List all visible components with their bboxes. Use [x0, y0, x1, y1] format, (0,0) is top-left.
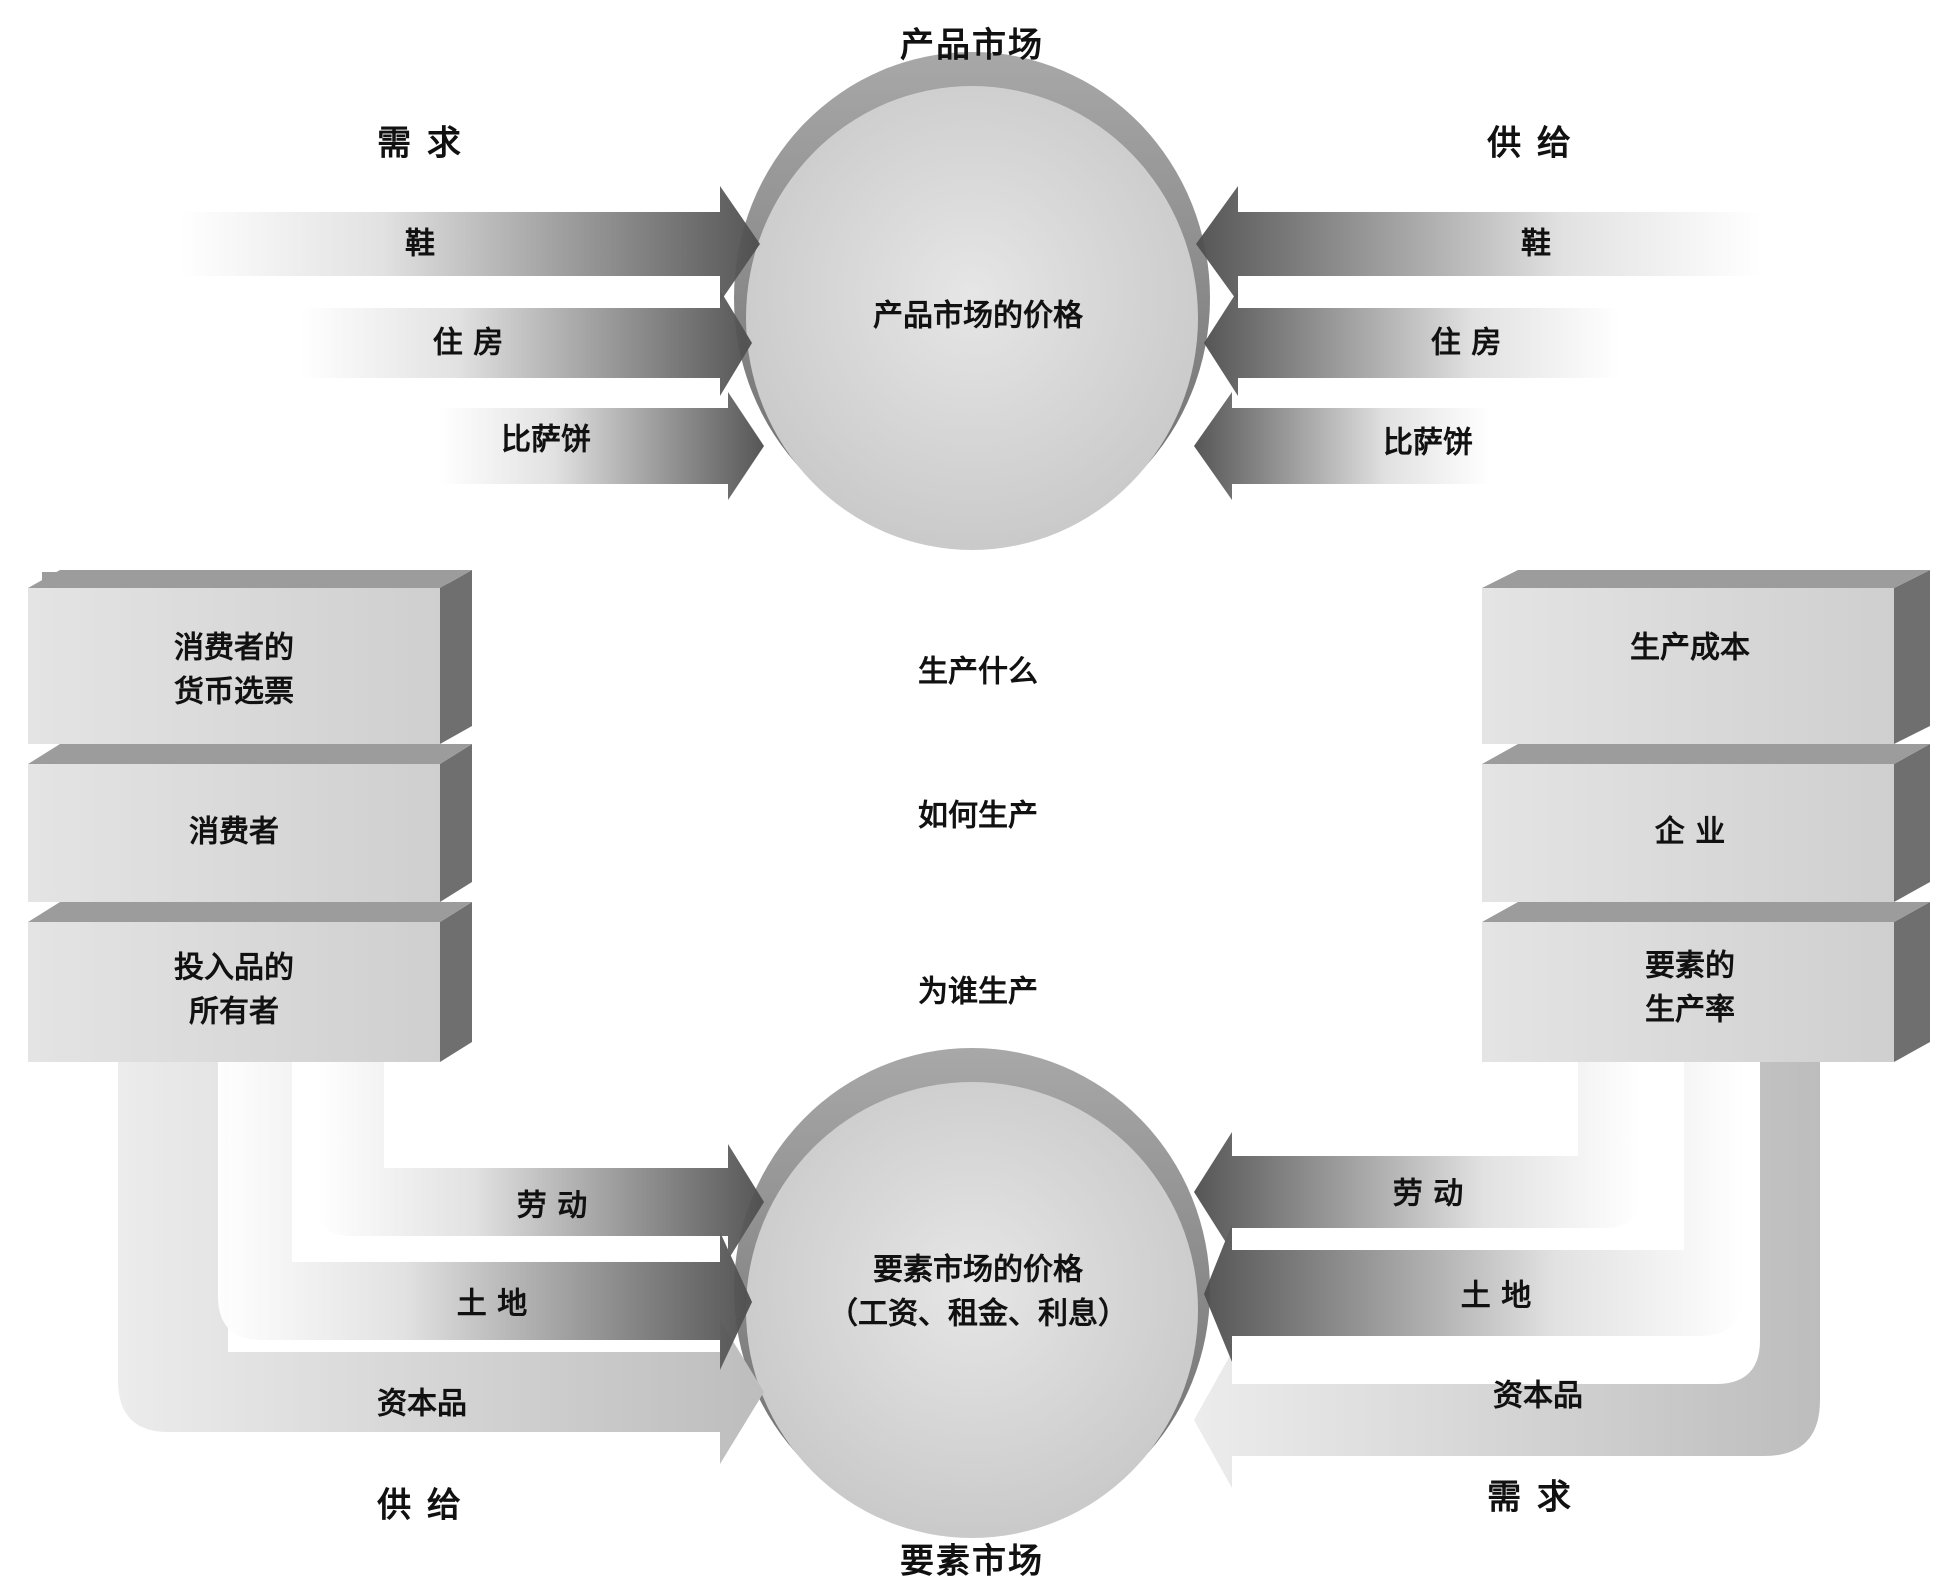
- block-production-cost-label: 生产成本: [1630, 630, 1750, 666]
- factor-supply-band-labor: [318, 1062, 764, 1260]
- factor-market-price-label: 要素市场的价格 （工资、租金、利息）: [828, 1249, 1128, 1336]
- demand-factor-labor: 劳 动: [1392, 1176, 1464, 1212]
- factor-supply-band-capital: [118, 1062, 764, 1464]
- block-voting-line1: 消费者的: [174, 630, 294, 666]
- block-voting-label: 消费者的 货币选票: [174, 627, 294, 714]
- demand-arrow-pizza: [440, 392, 764, 500]
- left-block-stack: [28, 570, 472, 1062]
- block-voting: [28, 588, 440, 744]
- question-what: 生产什么: [918, 654, 1038, 690]
- block-factor-productivity: [1482, 922, 1894, 1062]
- demand-good-housing: 住 房: [432, 325, 504, 361]
- demand-good-shoes: 鞋: [405, 226, 435, 262]
- factor-demand-flows: [1194, 1062, 1820, 1488]
- product-market-price-label: 产品市场的价格: [873, 298, 1083, 334]
- supply-good-housing: 住 房: [1430, 325, 1502, 361]
- block-input-owners-line2: 所有者: [189, 994, 279, 1029]
- right-block-stack: [1482, 570, 1930, 1062]
- block-input-owners-line1: 投入品的: [174, 950, 294, 986]
- factor-market-circle: [746, 1082, 1198, 1538]
- product-supply-label: 供 给: [1487, 123, 1573, 164]
- block-firms: [1482, 764, 1894, 902]
- block-consumers-label: 消费者: [189, 814, 279, 850]
- block-input-owners: [28, 922, 440, 1062]
- product-demand-arrows: [180, 186, 764, 500]
- product-supply-arrows: [1194, 186, 1760, 500]
- product-market-circle: [746, 86, 1198, 550]
- demand-factor-capital: 资本品: [1493, 1378, 1583, 1414]
- supply-arrow-housing: [1204, 290, 1620, 396]
- block-voting-line2: 货币选票: [174, 674, 294, 709]
- question-for-whom: 为谁生产: [918, 974, 1038, 1010]
- supply-good-pizza: 比萨饼: [1383, 425, 1473, 461]
- demand-good-pizza: 比萨饼: [501, 422, 591, 458]
- block-factor-productivity-line1: 要素的: [1645, 948, 1735, 984]
- supply-factor-land: 土 地: [456, 1286, 528, 1322]
- product-demand-label: 需 求: [377, 123, 463, 164]
- factor-demand-band-capital: [1194, 1062, 1820, 1488]
- block-input-owners-label: 投入品的 所有者: [174, 947, 294, 1034]
- factor-demand-band-land: [1204, 1062, 1744, 1362]
- factor-supply-label: 供 给: [377, 1485, 463, 1526]
- block-production-cost: [1482, 588, 1894, 744]
- supply-good-shoes: 鞋: [1521, 226, 1551, 262]
- block-consumers: [28, 764, 440, 902]
- block-firms-label: 企 业: [1654, 814, 1726, 850]
- supply-arrow-shoes: [1196, 186, 1760, 302]
- product-market-title: 产品市场: [900, 25, 1044, 66]
- demand-arrow-housing: [300, 290, 752, 396]
- factor-market-title: 要素市场: [900, 1541, 1044, 1582]
- question-how: 如何生产: [918, 798, 1038, 834]
- block-factor-productivity-label: 要素的 生产率: [1645, 945, 1735, 1032]
- factor-supply-band-land: [218, 1062, 752, 1370]
- factor-market-price-line2: （工资、租金、利息）: [828, 1296, 1128, 1331]
- demand-factor-land: 土 地: [1460, 1278, 1532, 1314]
- factor-market-price-line1: 要素市场的价格: [873, 1252, 1083, 1288]
- supply-factor-capital: 资本品: [377, 1386, 467, 1422]
- factor-demand-label: 需 求: [1487, 1477, 1573, 1518]
- block-factor-productivity-line2: 生产率: [1645, 992, 1735, 1027]
- supply-arrow-pizza: [1194, 392, 1490, 500]
- supply-factor-labor: 劳 动: [516, 1188, 588, 1224]
- factor-supply-flows: [118, 1062, 764, 1464]
- demand-arrow-shoes: [180, 186, 760, 302]
- factor-demand-band-labor: [1194, 1062, 1640, 1252]
